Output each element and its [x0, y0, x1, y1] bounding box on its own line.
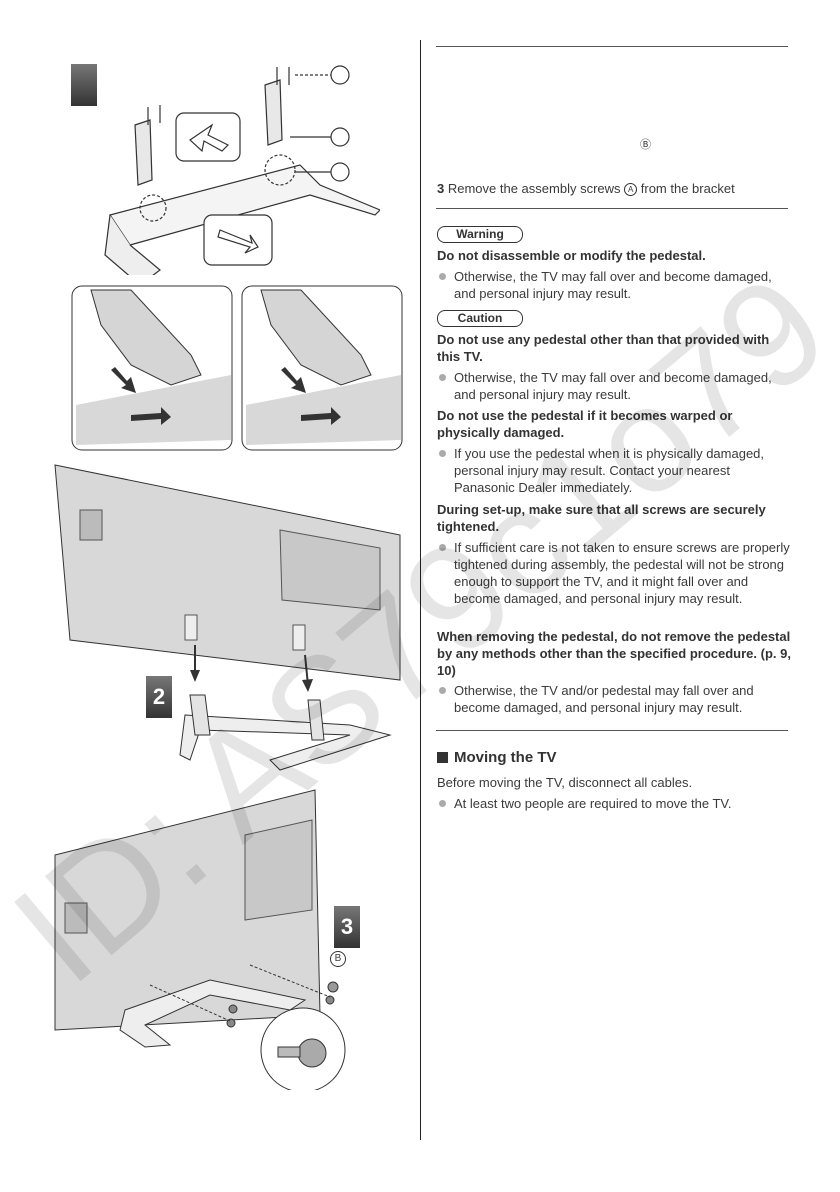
rule-before-warning	[436, 208, 788, 209]
caution-bullet-4: Otherwise, the TV and/or pedestal may fa…	[437, 682, 792, 716]
square-bullet-icon	[437, 752, 448, 763]
pedestal-assembly-illustration	[104, 65, 380, 275]
step3-label-b: Ⓑ	[640, 139, 651, 151]
step2-badge: 2	[146, 676, 172, 718]
caution-bullet-2: If you use the pedestal when it is physi…	[437, 445, 792, 496]
tv-back-illustration-step3	[54, 789, 346, 1090]
caution-heading-4: When removing the pedestal, do not remov…	[437, 629, 791, 678]
moving-bullet: At least two people are required to move…	[437, 795, 792, 812]
warning-heading: Do not disassemble or modify the pedesta…	[437, 248, 706, 263]
detail-box-left	[71, 285, 233, 451]
caution-heading-3: During set-up, make sure that all screws…	[437, 502, 766, 534]
moving-section-title: Moving the TV	[437, 749, 557, 766]
warning-bullet: Otherwise, the TV may fall over and beco…	[437, 268, 792, 302]
step1-badge	[71, 64, 97, 106]
step3-instruction: 3 Remove the assembly screws A from the …	[437, 181, 735, 197]
caution-heading-1: Do not use any pedestal other than that …	[437, 332, 770, 364]
moving-text: Before moving the TV, disconnect all cab…	[437, 775, 693, 790]
top-rule	[436, 46, 788, 47]
callout-b-circle: B	[330, 951, 346, 967]
caution-heading-2: Do not use the pedestal if it becomes wa…	[437, 408, 733, 440]
detail-box-right	[241, 285, 403, 451]
warning-label: Warning	[437, 226, 523, 243]
tv-back-illustration-step2	[54, 464, 401, 771]
caution-bullet-3: If sufficient care is not taken to ensur…	[437, 539, 792, 607]
caution-bullet-1: Otherwise, the TV may fall over and beco…	[437, 369, 792, 403]
caution-label: Caution	[437, 310, 523, 327]
column-divider	[420, 40, 421, 1140]
step3-badge: 3	[334, 906, 360, 948]
rule-before-moving	[436, 730, 788, 731]
